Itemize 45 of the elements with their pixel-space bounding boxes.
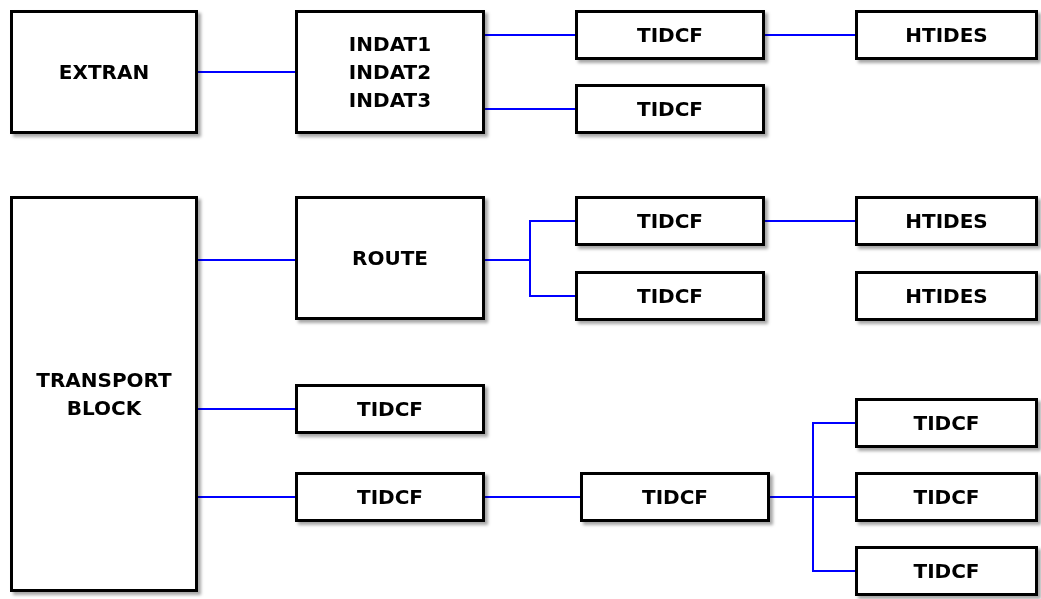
process-box bbox=[575, 10, 765, 60]
connector-line bbox=[484, 496, 581, 498]
box-label: TIDCF bbox=[637, 96, 703, 123]
process-box bbox=[855, 472, 1038, 522]
box-label: TIDCF bbox=[357, 396, 423, 423]
process-box bbox=[295, 384, 485, 434]
connector-line bbox=[764, 34, 856, 36]
box-label: TIDCF bbox=[913, 558, 980, 585]
box-label: HTIDES bbox=[905, 208, 988, 235]
process-box bbox=[855, 398, 1038, 448]
box-label: TRANSPORT BLOCK bbox=[35, 367, 173, 422]
box-label: ROUTE bbox=[352, 245, 428, 272]
box-label: HTIDES bbox=[905, 283, 988, 310]
connector-line bbox=[769, 496, 856, 572]
box-label: TIDCF bbox=[357, 484, 423, 511]
connector-line bbox=[197, 408, 296, 410]
process-box bbox=[575, 84, 765, 134]
process-box bbox=[855, 271, 1038, 321]
process-box bbox=[580, 472, 770, 522]
connector-line bbox=[484, 34, 576, 36]
process-box bbox=[10, 196, 198, 592]
box-label: TIDCF bbox=[913, 410, 980, 437]
box-label: EXTRAN bbox=[58, 59, 150, 86]
box-label: TIDCF bbox=[637, 283, 703, 310]
process-box bbox=[855, 546, 1038, 596]
connector-line bbox=[197, 496, 296, 498]
process-box bbox=[575, 271, 765, 321]
connector-line bbox=[197, 71, 296, 73]
process-box bbox=[10, 10, 198, 134]
box-label: TIDCF bbox=[637, 208, 703, 235]
connector-line bbox=[764, 220, 856, 222]
box-label: HTIDES bbox=[905, 22, 988, 49]
connector-line bbox=[484, 108, 576, 110]
process-box bbox=[855, 10, 1038, 60]
process-box bbox=[295, 10, 485, 134]
connector-line bbox=[484, 259, 576, 297]
connector-line bbox=[197, 259, 296, 261]
process-box bbox=[295, 472, 485, 522]
process-box bbox=[575, 196, 765, 246]
box-label: TIDCF bbox=[913, 484, 980, 511]
process-box bbox=[295, 196, 485, 320]
process-box bbox=[855, 196, 1038, 246]
box-label: INDAT1 INDAT2 INDAT3 bbox=[347, 31, 433, 114]
box-label: TIDCF bbox=[637, 22, 703, 49]
box-label: TIDCF bbox=[642, 484, 708, 511]
